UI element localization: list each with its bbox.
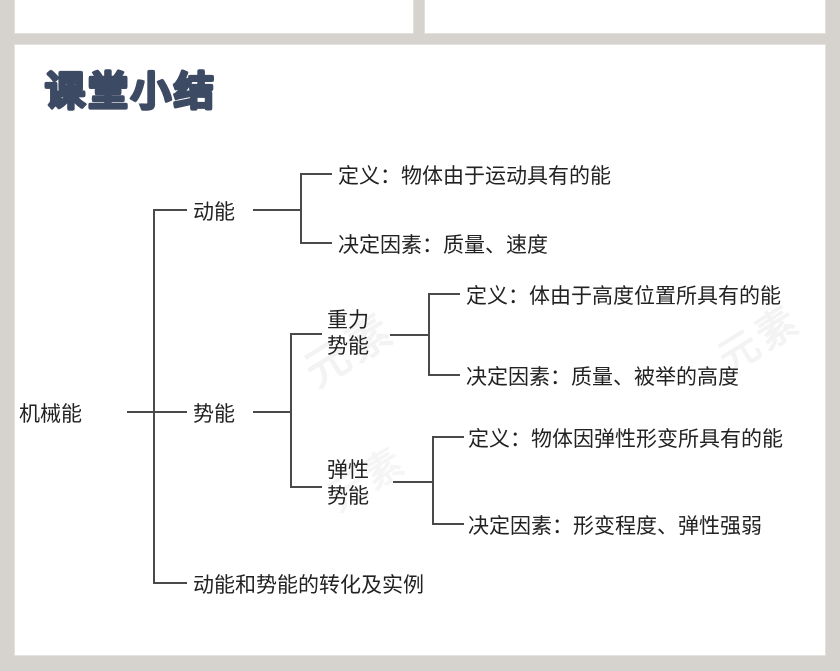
page-title: 课堂小结 <box>44 68 217 116</box>
connector-elastic-stem <box>393 481 433 483</box>
mindmap-leaf-elastic-factors: 决定因素：形变程度、弹性强弱 <box>468 514 762 538</box>
connector-potential-stem <box>253 411 291 413</box>
connector-elastic-definition <box>432 436 464 438</box>
connector-gravity-stem <box>390 334 429 336</box>
previous-slide-strip: 能减少，机械能减少 <box>0 0 840 34</box>
connector-branch-kinetic <box>153 209 187 211</box>
connector-potential-bracket <box>290 333 292 486</box>
mindmap-branch-kinetic-label: 动能 <box>193 200 235 224</box>
connector-gravity-factors <box>428 374 460 376</box>
mindmap-leaf-elastic-definition: 定义：物体因弹性形变所具有的能 <box>468 427 783 451</box>
connector-main-bracket <box>153 209 155 583</box>
slide-panel: 元素 元素 元素 课堂小结 机械能 动能 定义：物体由于运动具有的能 决定因素：… <box>14 44 826 656</box>
connector-kinetic-definition <box>300 173 332 175</box>
connector-kinetic-stem <box>253 209 301 211</box>
previous-slide-panel-right: 能减少，机械能减少 <box>424 0 826 34</box>
connector-elastic-potential <box>290 486 322 488</box>
elastic-potential-line-2: 势能 <box>327 484 369 508</box>
connector-gravity-potential <box>290 333 322 335</box>
connector-gravity-bracket <box>428 293 430 374</box>
gravity-potential-line-1: 重力 <box>327 308 369 332</box>
previous-slide-panel-left <box>14 0 414 34</box>
connector-root <box>127 411 154 413</box>
mindmap-leaf-kinetic-definition: 定义：物体由于运动具有的能 <box>338 164 611 188</box>
connector-kinetic-factors <box>300 242 332 244</box>
connector-kinetic-bracket <box>300 173 302 244</box>
mindmap-diagram: 机械能 动能 定义：物体由于运动具有的能 决定因素：质量、速度 势能 重力 势能 <box>15 45 825 655</box>
elastic-potential-line-1: 弹性 <box>327 458 369 482</box>
mindmap-branch-conversion-label: 动能和势能的转化及实例 <box>193 573 424 597</box>
gravity-potential-line-2: 势能 <box>327 334 369 358</box>
mindmap-node-elastic-potential-label: 弹性 势能 <box>327 457 369 509</box>
connector-elastic-bracket <box>432 436 434 523</box>
connector-elastic-factors <box>432 523 464 525</box>
connector-gravity-definition <box>428 293 460 295</box>
connector-branch-conversion <box>153 582 187 584</box>
mindmap-leaf-gravity-factors: 决定因素：质量、被举的高度 <box>466 365 739 389</box>
mindmap-branch-potential-label: 势能 <box>193 402 235 426</box>
mindmap-node-gravity-potential-label: 重力 势能 <box>327 307 369 359</box>
mindmap-root-label: 机械能 <box>19 402 82 426</box>
connector-branch-potential <box>153 411 187 413</box>
mindmap-leaf-kinetic-factors: 决定因素：质量、速度 <box>338 233 548 257</box>
mindmap-leaf-gravity-definition: 定义：体由于高度位置所具有的能 <box>466 284 781 308</box>
